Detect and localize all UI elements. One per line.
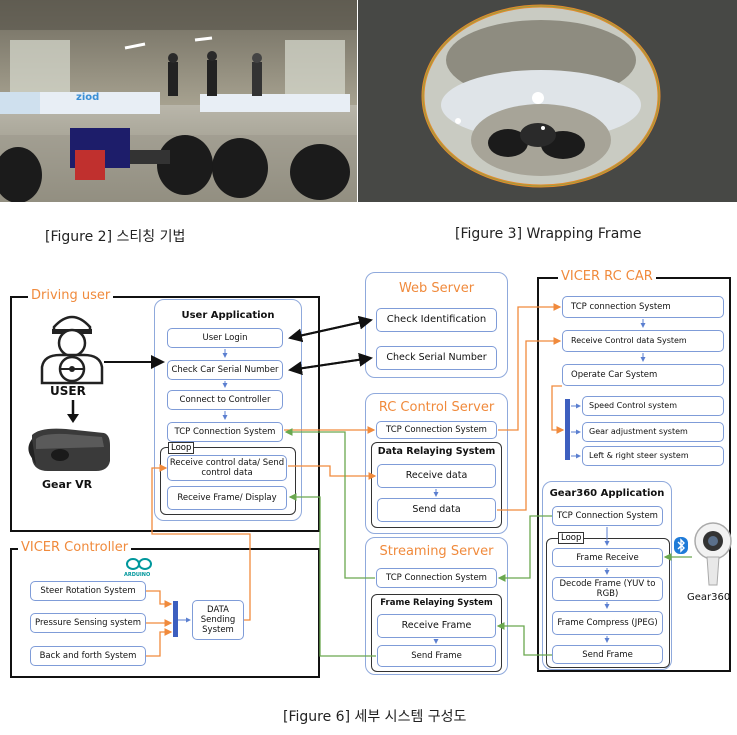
figure6-caption: [Figure 6] 세부 시스템 구성도	[283, 709, 467, 725]
speed-control-box: Speed Control system	[582, 396, 724, 416]
stitched-panorama-image	[0, 0, 357, 202]
photo-sign-text: ziod	[76, 92, 100, 103]
figure2-caption: [Figure 2] 스티칭 기법	[45, 229, 186, 245]
frame-receive-box: Frame Receive	[552, 548, 663, 567]
rc-car-title: VICER RC CAR	[558, 270, 656, 284]
wrapping-frame-image	[358, 0, 737, 202]
receive-control-data-box: Receive Control data System	[562, 330, 724, 352]
gear360-loop-label: Loop	[558, 532, 585, 544]
receive-data-box: Receive data	[377, 464, 496, 488]
frame-compress-box: Frame Compress (JPEG)	[552, 611, 663, 635]
user-label: USER	[50, 384, 86, 398]
gear-adjustment-box: Gear adjustment system	[582, 422, 724, 442]
gear360-loop-frame	[546, 538, 670, 668]
back-forth-box: Back and forth System	[30, 646, 146, 666]
figure3-caption: [Figure 3] Wrapping Frame	[455, 226, 642, 242]
data-sending-box: DATA Sending System	[192, 600, 244, 640]
rc-tcp-box: TCP Connection System	[376, 421, 497, 439]
figure3-photo	[358, 0, 737, 202]
connect-controller-box: Connect to Controller	[167, 390, 283, 410]
streaming-server-title: Streaming Server	[379, 544, 494, 559]
streaming-tcp-box: TCP Connection System	[376, 568, 497, 588]
gear360-tcp-box: TCP Connection System	[552, 506, 663, 526]
receive-frame-display-box: Receive Frame/ Display	[167, 486, 287, 510]
steer-system-box: Left & right steer system	[582, 446, 724, 466]
figure2-photo: ziod	[0, 0, 357, 202]
car-tcp-box: TCP connection System	[562, 296, 724, 318]
frame-relaying-title: Frame Relaying System	[380, 598, 493, 608]
operate-car-box: Operate Car System	[562, 364, 724, 386]
rc-control-server-title: RC Control Server	[378, 400, 495, 415]
web-server-title: Web Server	[398, 281, 475, 296]
gear360-send-frame-box: Send Frame	[552, 645, 663, 664]
user-driver-icon	[40, 315, 104, 385]
pressure-sensing-box: Pressure Sensing system	[30, 613, 146, 633]
check-serial-number-box: Check Serial Number	[376, 346, 497, 370]
receive-send-control-box: Receive control data/ Send control data	[167, 455, 287, 481]
arduino-label: ARDUINO	[124, 572, 151, 578]
check-identification-box: Check Identification	[376, 308, 497, 332]
bluetooth-icon	[674, 537, 688, 554]
arduino-logo-icon	[126, 558, 152, 570]
check-car-serial-box: Check Car Serial Number	[167, 360, 283, 380]
controller-title: VICER Controller	[18, 541, 132, 555]
stream-receive-frame-box: Receive Frame	[377, 614, 496, 638]
user-application-title: User Application	[181, 310, 275, 321]
gear-vr-headset-icon	[28, 428, 110, 471]
steer-rotation-box: Steer Rotation System	[30, 581, 146, 601]
send-data-box: Send data	[377, 498, 496, 522]
data-relaying-title: Data Relaying System	[377, 446, 496, 457]
stream-send-frame-box: Send Frame	[377, 645, 496, 667]
gear360-camera-label: Gear360	[687, 592, 731, 603]
gear-vr-label: Gear VR	[42, 478, 93, 491]
decode-frame-box: Decode Frame (YUV to RGB)	[552, 577, 663, 601]
gear360-application-title: Gear360 Application	[549, 488, 665, 499]
user-tcp-box: TCP Connection System	[167, 422, 283, 442]
controller-bar	[173, 601, 178, 637]
gear360-camera-icon	[694, 522, 732, 586]
user-login-box: User Login	[167, 328, 283, 348]
user-to-vr-arrow	[67, 400, 79, 423]
car-subsystem-bar	[565, 399, 570, 460]
user-loop-label: Loop	[168, 442, 195, 454]
driving-user-title: Driving user	[28, 289, 114, 303]
